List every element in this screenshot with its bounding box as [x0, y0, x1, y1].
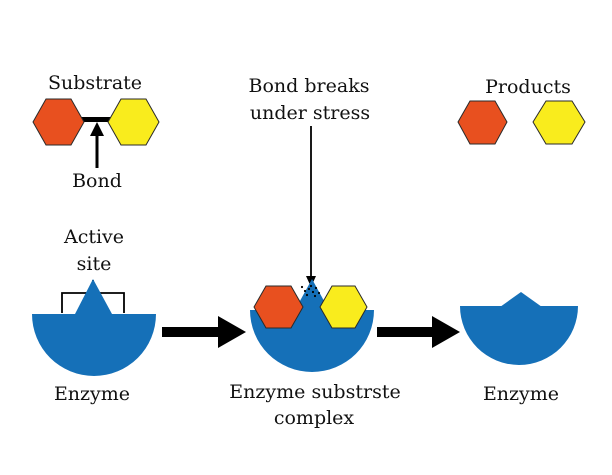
complex-orange-hexagon: [253, 285, 304, 329]
bond-pointer-arrow: [90, 122, 104, 168]
enzyme-left: [32, 279, 156, 376]
active-site-label-line1: Active: [63, 226, 124, 248]
enzyme-right: [460, 294, 578, 365]
enzyme-complex: [250, 279, 374, 372]
complex-yellow-hexagon: [319, 285, 368, 329]
enzyme-right-label: Enzyme: [483, 383, 559, 405]
substrate-orange-hexagon: [32, 98, 85, 146]
substrate-label: Substrate: [48, 72, 142, 94]
substrate-yellow-hexagon: [107, 98, 160, 146]
stress-pointer-arrow: [306, 126, 316, 287]
complex-label-line1: Enzyme substrste: [229, 381, 400, 403]
bond-label: Bond: [72, 170, 122, 192]
bond-break-particles: [300, 284, 321, 298]
product-orange-hexagon: [457, 100, 508, 145]
products-label: Products: [485, 76, 571, 98]
arrow-to-complex: [162, 316, 246, 348]
complex-label-line2: complex: [274, 407, 355, 429]
bond-bar: [80, 117, 114, 122]
active-site-label-line2: site: [77, 253, 112, 275]
arrow-to-products: [377, 316, 460, 348]
bond-breaks-label-line2: under stress: [250, 102, 370, 124]
product-yellow-hexagon: [532, 100, 586, 145]
bond-breaks-label-line1: Bond breaks: [249, 75, 370, 97]
enzyme-right-active-site: [500, 292, 542, 307]
enzyme-left-label: Enzyme: [54, 383, 130, 405]
